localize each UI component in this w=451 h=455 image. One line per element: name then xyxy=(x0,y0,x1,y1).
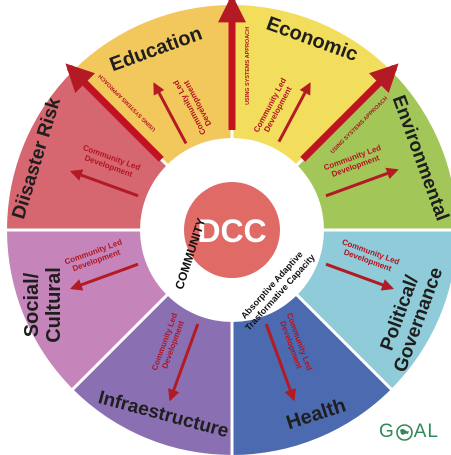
arrow-economic xyxy=(277,82,311,143)
approach-arrow-environmental xyxy=(300,63,399,162)
goal-logo: G AL xyxy=(379,421,439,443)
globe-icon xyxy=(395,423,413,441)
arrow-environmental xyxy=(325,167,399,198)
arrow-social xyxy=(69,262,139,291)
dcc-center-circle xyxy=(184,182,280,278)
approach-arrow-disaster xyxy=(65,63,164,162)
approach-text: USING SYSTEMS APPROACH xyxy=(245,27,251,105)
arrow-political xyxy=(325,262,395,291)
arrow-education xyxy=(153,82,188,145)
approach-label-economic: USING SYSTEMS APPROACH xyxy=(245,27,251,105)
segment-label2-social: Cultural xyxy=(43,267,65,343)
segment-label-social: Social/ xyxy=(21,272,43,337)
center-title: DCC xyxy=(197,213,266,249)
logo-text-left: G xyxy=(378,421,395,442)
arrow-health xyxy=(264,323,296,402)
arrow-disaster xyxy=(69,169,139,198)
arrow-infrastructure xyxy=(168,323,200,402)
logo-text-right: AL xyxy=(413,421,439,442)
segment-label-group-social: Social/Cultural xyxy=(21,267,65,343)
